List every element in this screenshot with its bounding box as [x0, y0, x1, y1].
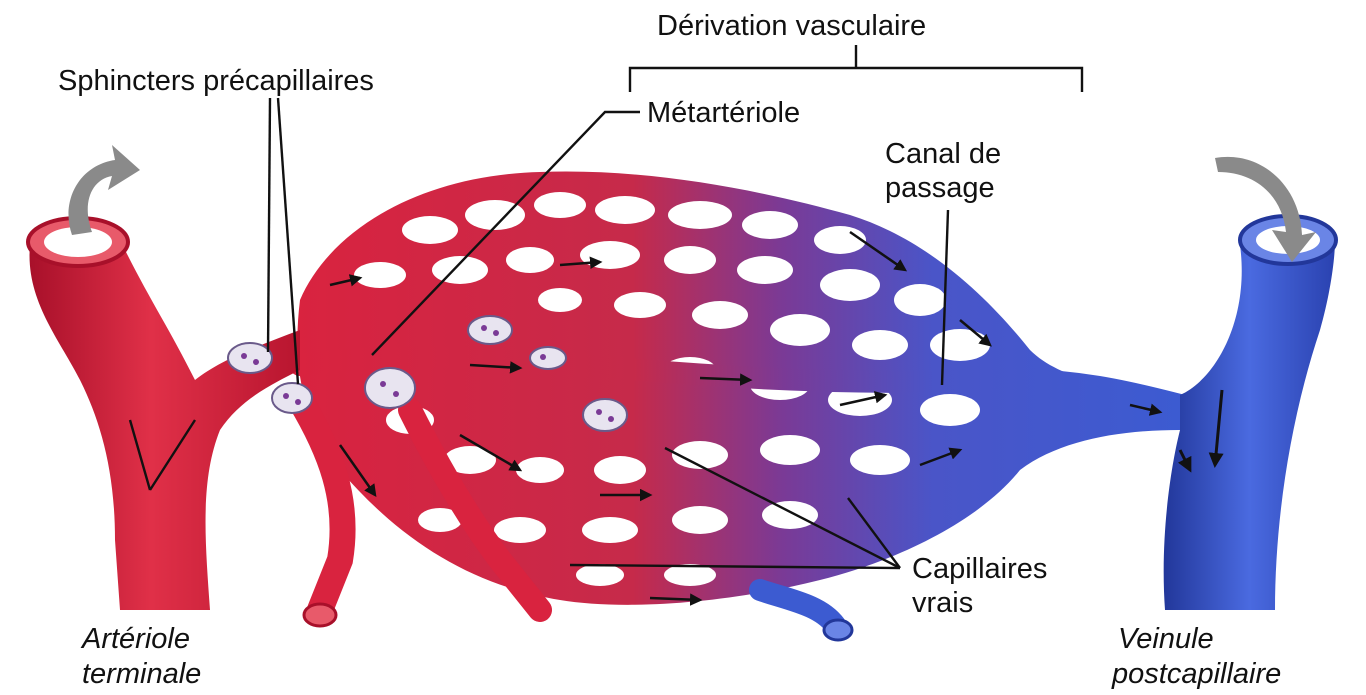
arteriole-trunk	[30, 245, 300, 610]
true-capillaries-label-line1: Capillaires	[912, 553, 1047, 585]
vascular-shunt-label: Dérivation vasculaire	[657, 10, 926, 42]
thoroughfare-channel-label-line2: passage	[885, 172, 995, 204]
terminal-arteriole	[28, 218, 300, 610]
sphincter-ring-icon	[228, 343, 272, 373]
sphincter-ring-icon	[272, 383, 312, 413]
capillary-bed	[297, 172, 1180, 640]
sphincter-ring-icon	[365, 368, 415, 408]
postcapillary-venule	[1164, 216, 1336, 610]
metarteriole-label: Métartériole	[647, 97, 800, 129]
arterial-branch-end	[304, 604, 336, 626]
sphincter-leader-1	[268, 98, 270, 352]
sphincter-ring-icon	[468, 316, 512, 344]
terminal-arteriole-label-line2: terminale	[82, 658, 201, 690]
thoroughfare-channel-label-line1: Canal de	[885, 138, 1001, 170]
postcapillary-venule-label-line1: Veinule	[1118, 623, 1214, 655]
venous-branch-lower	[760, 590, 835, 625]
postcapillary-venule-label-line2: postcapillaire	[1111, 658, 1281, 690]
terminal-arteriole-label-line1: Artériole	[80, 623, 190, 655]
vascular-shunt-bracket	[630, 68, 1082, 92]
sphincter-ring-icon	[530, 347, 566, 369]
venous-branch-end	[824, 620, 852, 640]
venule-trunk	[1164, 240, 1335, 610]
sphincter-ring-icon	[583, 399, 627, 431]
precapillary-sphincters-label: Sphincters précapillaires	[58, 65, 374, 97]
true-capillaries-label-line2: vrais	[912, 587, 973, 619]
